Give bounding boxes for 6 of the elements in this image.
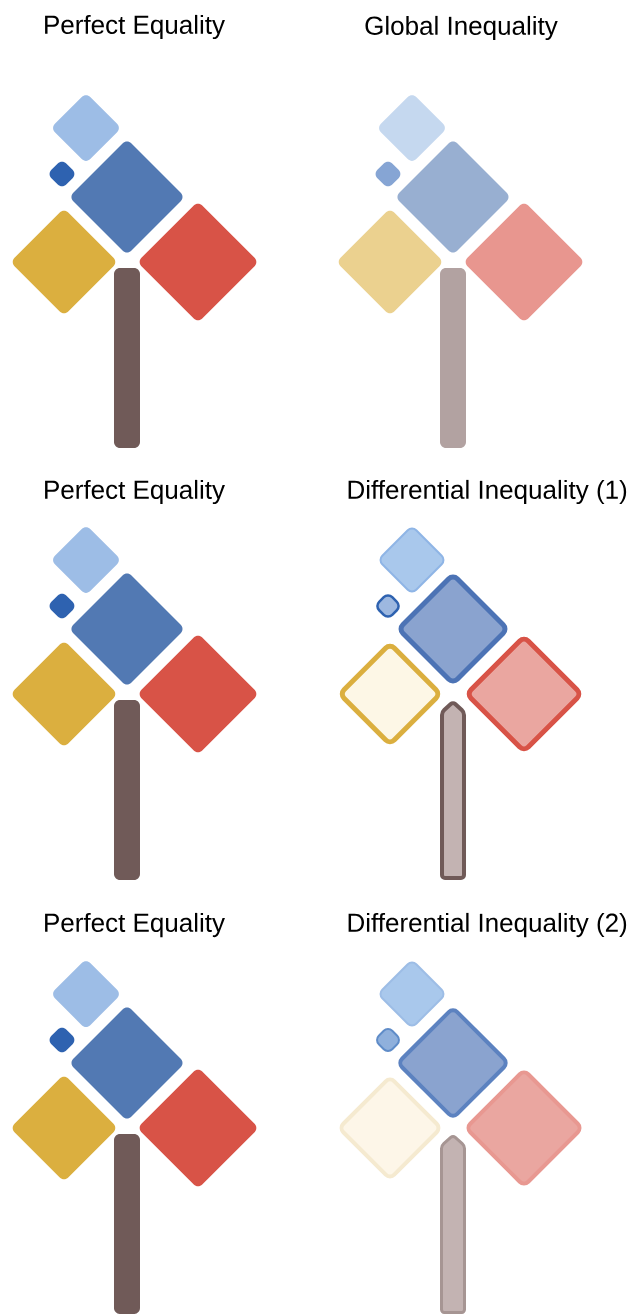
panel-title: Perfect Equality xyxy=(45,14,225,40)
panel-title: Global Inequality xyxy=(365,15,558,41)
panel-title: Differential Inequality (1) xyxy=(348,479,627,505)
panel-title: Differential Inequality (2) xyxy=(348,912,627,938)
panel-title: Perfect Equality xyxy=(45,479,225,505)
panel-title: Perfect Equality xyxy=(45,912,225,938)
